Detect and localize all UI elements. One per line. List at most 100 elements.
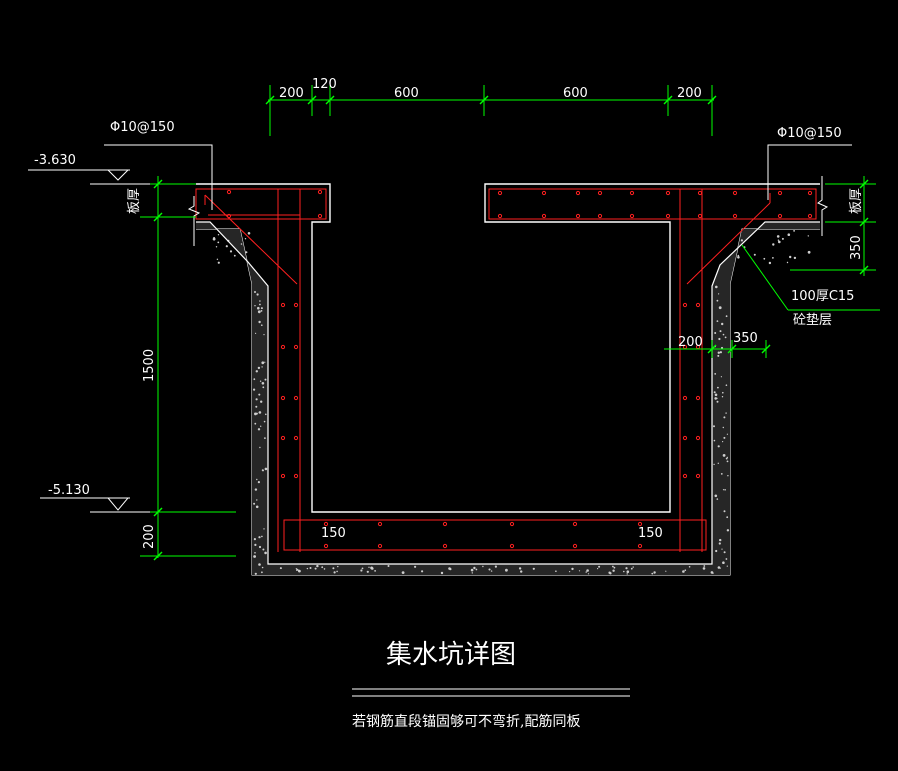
hatch-dot bbox=[225, 245, 228, 248]
hatch-dot bbox=[722, 333, 725, 336]
hatch-dot bbox=[253, 538, 256, 541]
hatch-dot bbox=[726, 433, 729, 435]
hatch-dot bbox=[713, 439, 716, 442]
hatch-dot bbox=[726, 565, 728, 567]
hatch-dot bbox=[217, 261, 220, 264]
hatch-dot bbox=[229, 250, 233, 253]
rebar-section-dot bbox=[377, 543, 383, 549]
rebar-label-right: Φ10@150 bbox=[777, 126, 842, 141]
rebar-section-dot bbox=[323, 521, 329, 527]
hatch-dot bbox=[532, 567, 535, 570]
rebar-section-dot bbox=[637, 521, 643, 527]
hatch-dot bbox=[781, 237, 784, 240]
hatch-dot bbox=[776, 235, 780, 238]
rebar-dots bbox=[226, 189, 813, 549]
hatch-dot bbox=[261, 469, 264, 471]
hatch-dot bbox=[254, 552, 256, 554]
rebar-section-dot bbox=[293, 302, 299, 308]
leader-lines bbox=[104, 144, 852, 210]
hatch-dot bbox=[723, 416, 726, 419]
hatch-dot bbox=[682, 570, 685, 573]
dim-top-600-right: 600 bbox=[563, 86, 588, 101]
hatch-dot bbox=[212, 237, 216, 241]
hatch-dot bbox=[296, 569, 298, 571]
dim-bottom-150-left: 150 bbox=[321, 526, 346, 541]
hatch-dot bbox=[715, 285, 718, 289]
slab-thickness-label-left: 板厚 bbox=[127, 188, 142, 214]
hatch-dot bbox=[737, 255, 740, 259]
hatch-dot bbox=[254, 305, 256, 307]
hatch-dot bbox=[258, 563, 261, 566]
hatch-dot bbox=[260, 310, 263, 312]
hatch-dot bbox=[261, 324, 263, 327]
rebar-section-dot bbox=[637, 543, 643, 549]
rebar-section-dot bbox=[777, 190, 783, 196]
dim-wall-200: 200 bbox=[678, 335, 703, 350]
hatch-dot bbox=[718, 337, 721, 341]
hatch-dot bbox=[263, 420, 266, 423]
hatch-dot bbox=[254, 488, 258, 491]
hatch-dot bbox=[414, 565, 417, 568]
hatch-dot bbox=[258, 320, 261, 324]
hatch-dot bbox=[253, 378, 256, 381]
hatch-dot bbox=[255, 398, 258, 401]
rebar-section-dot bbox=[695, 435, 701, 441]
hatch-dot bbox=[721, 548, 723, 550]
hatch-dot bbox=[256, 478, 258, 481]
hatch-dot bbox=[473, 566, 476, 570]
rebar-section-dot bbox=[293, 395, 299, 401]
hatch-dot bbox=[717, 462, 719, 464]
hatch-dot bbox=[244, 238, 247, 240]
rebar-section-dot bbox=[682, 395, 688, 401]
rebar-section-dot bbox=[280, 473, 286, 479]
hatch-dot bbox=[255, 370, 258, 373]
hatch-dot bbox=[625, 567, 628, 570]
hatch-dot bbox=[725, 558, 728, 560]
rebar-section-dot bbox=[597, 213, 603, 219]
rebar-label-left: Φ10@150 bbox=[110, 120, 175, 135]
hatch-dot bbox=[257, 428, 261, 431]
hatch-dot bbox=[717, 566, 721, 569]
drawing-note: 若钢筋直段锚固够可不弯折,配筋同板 bbox=[352, 713, 580, 730]
hatch-dot bbox=[722, 426, 724, 429]
drawing-title: 集水坑详图 bbox=[386, 640, 516, 670]
hatch-dot bbox=[632, 566, 634, 568]
hatch-dot bbox=[722, 454, 726, 457]
hatch-dot bbox=[717, 354, 720, 357]
hatch-dot bbox=[255, 505, 259, 509]
hatch-dot bbox=[264, 361, 266, 363]
hatch-dot bbox=[257, 366, 261, 370]
hatch-dot bbox=[262, 386, 265, 389]
hatch-dot bbox=[712, 572, 714, 574]
hatch-dot bbox=[726, 516, 729, 519]
hatch-dot bbox=[263, 528, 265, 530]
hatch-dot bbox=[253, 502, 256, 505]
dim-top-200-left: 200 bbox=[279, 86, 304, 101]
hatch-dot bbox=[471, 572, 473, 574]
hatch-dot bbox=[555, 570, 557, 572]
hatch-dot bbox=[256, 499, 258, 501]
rebar-section-dot bbox=[541, 213, 547, 219]
dim-left-1500: 1500 bbox=[142, 349, 157, 382]
hatch-dot bbox=[240, 243, 243, 245]
hatch-dot bbox=[719, 351, 723, 354]
hatch-dot bbox=[597, 568, 599, 570]
rebar-section-dot bbox=[629, 190, 635, 196]
hatch-dot bbox=[258, 393, 261, 396]
hatch-dot bbox=[721, 396, 724, 398]
hatch-dot bbox=[722, 391, 724, 394]
hatch-dot bbox=[298, 569, 301, 573]
rebar-section-dot bbox=[293, 435, 299, 441]
dim-top-120: 120 bbox=[312, 77, 337, 92]
pit-wall-outline bbox=[196, 221, 820, 565]
hatch-dot bbox=[793, 256, 797, 260]
hatch-dot bbox=[371, 567, 374, 570]
hatch-dot bbox=[264, 437, 266, 439]
rebar-section-dot bbox=[575, 213, 581, 219]
rebar-section-dot bbox=[695, 473, 701, 479]
hatch-dot bbox=[717, 445, 720, 448]
hatch-dot bbox=[626, 573, 628, 575]
hatch-dot bbox=[717, 351, 720, 354]
hatch-dot bbox=[721, 322, 724, 326]
hatch-dot bbox=[217, 234, 220, 236]
